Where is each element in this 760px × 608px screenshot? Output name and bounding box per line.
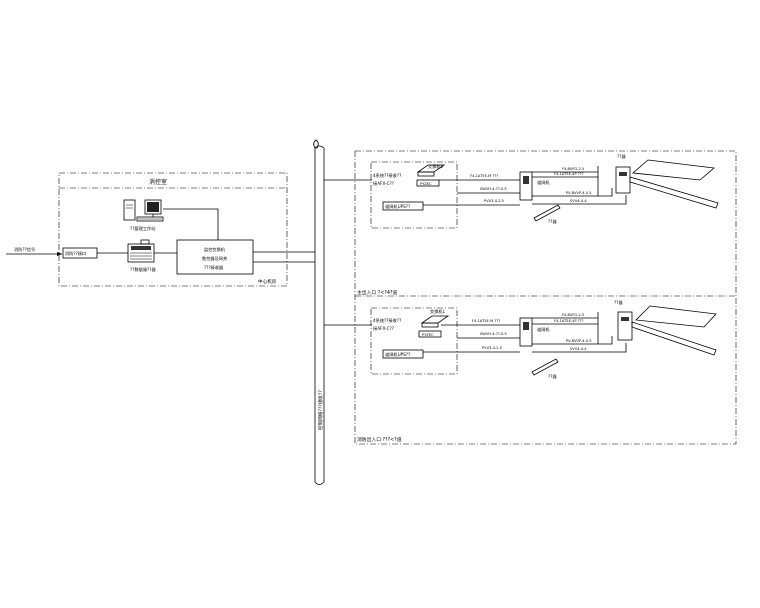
- lane-2-cabinet-line-2: 接AFX-C??: [373, 325, 394, 332]
- lane-1-barrier-icon: [615, 159, 719, 209]
- lane-1-ups-box: [382, 201, 424, 211]
- lane-1-cable-r1-label: F4-BVFG-2.5: [562, 167, 584, 171]
- lane-2-switch-icon: [420, 315, 450, 328]
- lane-1-loop-icon: [533, 204, 561, 222]
- lane-1-cabinet-line-2: 接AFX-C??: [373, 180, 394, 187]
- lane-1-cable-r4-label: SVV4-4-4: [570, 199, 587, 203]
- lane-2-ups-box: [382, 349, 424, 359]
- lane-2-cable-top-label: F4-1AT5E-M ???: [472, 319, 500, 323]
- lane-2-switch-label: 交换机L: [430, 308, 446, 315]
- workstation-link: [163, 208, 219, 240]
- lane-2-cable-r2-label: F4-1AT5E-4P ???: [554, 319, 584, 323]
- input-arrow: [57, 252, 62, 256]
- bus-label: 控制网络???接收??: [317, 390, 324, 430]
- lane-1-cabinet-frame: [370, 161, 458, 229]
- lane-2-cable-r4-label: SVV4-4-4: [570, 347, 587, 351]
- bottom-section-title: 消防出入口 ???<?道: [357, 436, 402, 443]
- server-icon: [127, 239, 155, 263]
- lane-1-cable-r4: [532, 195, 627, 205]
- lane-2-loop-icon: [531, 358, 559, 376]
- lane-2-cabinet-line-1: 4系统??接收??: [373, 317, 401, 324]
- input-signal-label: 消防??信号: [14, 246, 35, 253]
- lanes-frame: [354, 150, 737, 445]
- lane-1-cable-top-label: F4-1AT5E-M ???: [470, 174, 498, 178]
- lane-2-cable-r3-label: PV-BVVP-4-0.5: [566, 339, 592, 343]
- lane-1-cable-low-label: PVV3-4-2.5: [484, 199, 504, 203]
- lane-2-cable-r3: [532, 336, 613, 345]
- lane-1-cabinet-line-1: 4系统??接收??: [373, 172, 401, 179]
- lane-1-post-icon: [519, 171, 533, 201]
- control-room-frame: [58, 172, 288, 287]
- lane-1-switch-icon: [416, 164, 446, 177]
- lane-1-barrier-label: ??器: [617, 154, 626, 160]
- workstation-icon: [123, 199, 164, 222]
- lane-2-switch-device-label: PYZEC: [422, 333, 434, 337]
- main-section-title: 主出入口 ?<?4?道: [357, 289, 397, 296]
- workstation-label: ??管理工作站: [130, 225, 155, 232]
- machine-room-label: 中心机房: [258, 278, 277, 285]
- lane-2-barrier-icon: [617, 305, 717, 356]
- lane-1-cable-mid-label: SWVH-4-??-0.5: [480, 187, 507, 191]
- lane-1-cable-r2-label: F4-1AT5E-4P ???: [554, 172, 584, 176]
- central-unit-line-2: 数控器及网关: [202, 255, 227, 262]
- lane-2-switch-device: [418, 330, 442, 338]
- lane-1: 4系统??接收?? 接AFX-C?? 交换机L PYZEC 道闸机UPS?? F…: [370, 154, 719, 229]
- lane-2-barrier-label: ??器: [614, 300, 623, 306]
- lane-2-loop-label: ??器: [548, 374, 557, 380]
- server-label: ??数据服??器: [130, 266, 156, 273]
- central-unit-box: [176, 239, 254, 275]
- lane-2-ups-label: 道闸机UPS??: [385, 351, 410, 358]
- lane-2: 4系统??接收?? 接AFX-C?? 交换机L PYZEC 道闸机UPS?? F…: [370, 300, 717, 380]
- interface-label: 消防??接口: [65, 250, 86, 257]
- network-bus: [313, 139, 325, 485]
- lane-1-switch-device-label: PYZEC: [420, 182, 432, 186]
- lane-1-switch-label: 交换机L: [428, 163, 444, 170]
- lane-1-loop-label: ??器: [548, 219, 557, 225]
- lane-1-switch-device: [416, 179, 440, 187]
- central-unit-line-1: 监控交换机: [204, 246, 226, 253]
- lane-1-cable-r3-label: PV-BVVP-4-0.5: [566, 191, 592, 195]
- lane-2-post-icon: [519, 317, 533, 347]
- lane-2-cabinet-frame: [370, 307, 458, 375]
- lane-2-cable-r4: [532, 343, 627, 353]
- lane-2-cable-mid-label: SWVH-4-??-0.5: [480, 332, 507, 336]
- lane-1-ups-label: 道闸机UPS??: [385, 203, 410, 210]
- lane-2-cable-low-label: PVV3-4-2.5: [482, 346, 502, 350]
- lane-1-post-label: 道闸机: [537, 179, 550, 186]
- central-unit-line-3: ???接收器: [204, 264, 224, 271]
- lane-1-cable-r3: [532, 188, 613, 197]
- lane-2-post-label: 道闸机: [537, 326, 550, 333]
- control-room-title: 消控室: [149, 178, 167, 186]
- lane-2-cable-r1-label: F4-BVFG-2.5: [562, 313, 584, 317]
